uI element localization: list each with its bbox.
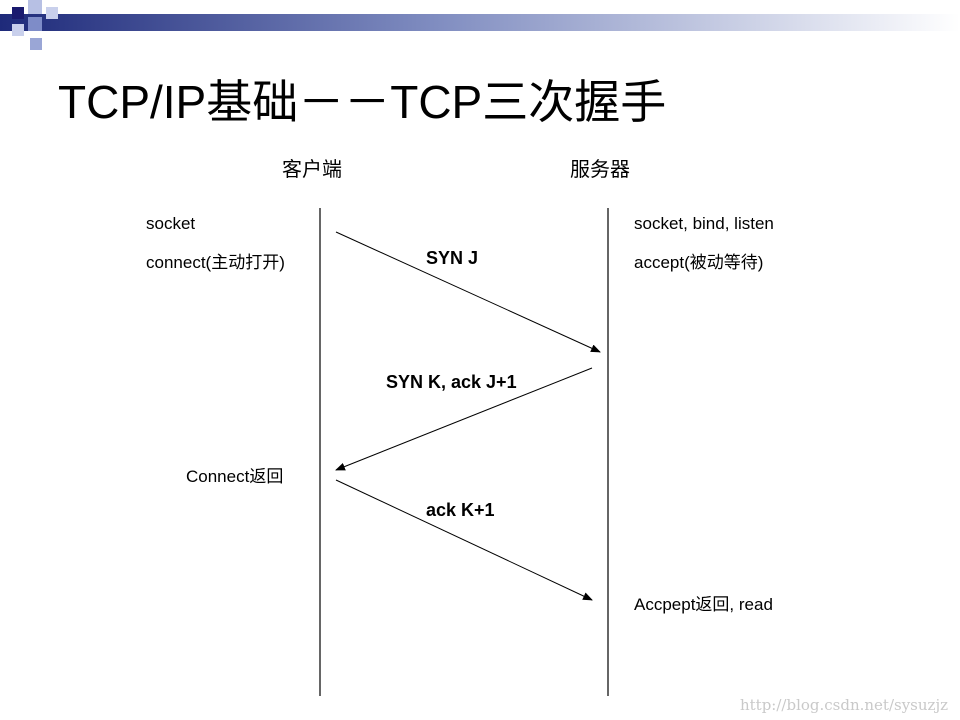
header-banner [0,0,960,50]
server-step-accept-return: Accpept返回, read [634,595,773,614]
syn-ack-arrow [335,367,593,471]
watermark: http://blog.csdn.net/sysuzjz [739,696,948,714]
banner-square-light [28,0,42,14]
banner-square-dark [12,7,24,19]
banner-square-mid [28,17,42,31]
syn-arrow [335,231,601,353]
banner-square-lower [30,38,42,50]
syn-label: SYN J [426,248,479,268]
syn-ack-label: SYN K, ack J+1 [386,372,517,392]
client-step-connect: connect(主动打开) [146,253,285,272]
slide-title: TCP/IP基础－－TCP三次握手 [58,76,667,128]
ack-arrow [335,479,593,601]
client-step-connect-return: Connect返回 [186,467,284,486]
banner-square-pale-2 [12,24,24,36]
banner-square-pale [46,7,58,19]
server-step-accept: accept(被动等待) [634,253,764,272]
server-header: 服务器 [570,159,630,181]
client-header: 客户端 [282,159,342,181]
client-step-socket: socket [146,214,196,233]
ack-label: ack K+1 [426,500,495,520]
server-step-listen: socket, bind, listen [634,214,774,233]
